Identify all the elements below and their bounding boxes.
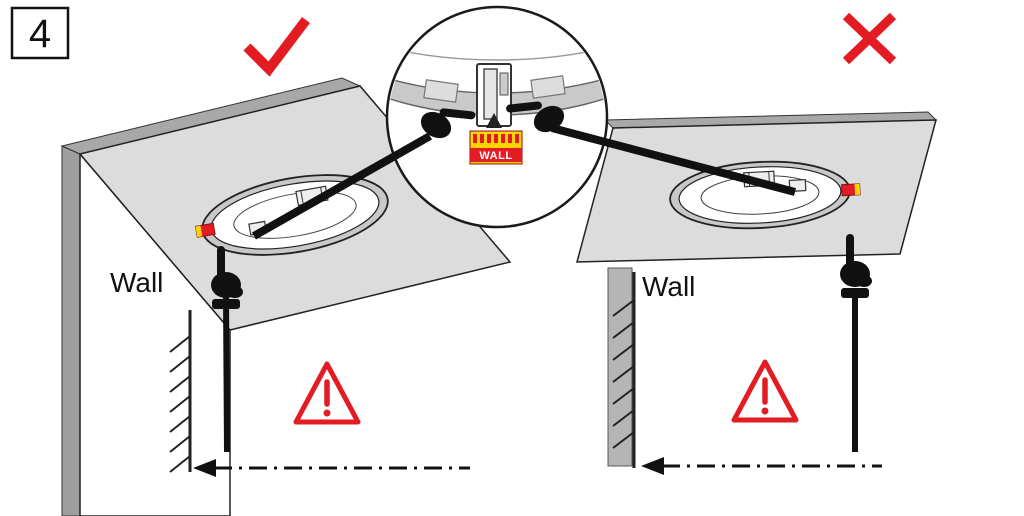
pointing-hand-icon (211, 246, 243, 453)
warning-triangle-icon (731, 359, 799, 423)
right-wall-assembly (576, 111, 938, 467)
wall-hatch (169, 310, 192, 473)
left-wall-assembly (60, 77, 512, 516)
wall-label: Wall (110, 267, 163, 298)
magnifier-detail-view: WALL (252, 5, 797, 240)
magnifier-content: WALL (389, 9, 605, 165)
left-annotations: Wall (110, 246, 470, 477)
pointing-hand-icon (840, 234, 872, 452)
pointing-hand-icon (506, 101, 565, 133)
wall-edge (61, 145, 81, 516)
tag-comb (473, 134, 519, 143)
step-number: 4 (29, 12, 51, 56)
leader-line-right (550, 124, 797, 196)
wall-hatch (612, 272, 636, 468)
warning-triangle-icon (293, 361, 361, 425)
wall-label: Wall (642, 271, 695, 302)
tag-text: WALL (479, 150, 512, 162)
arrowhead-icon (641, 457, 664, 475)
step-badge-box (10, 6, 70, 60)
wall-tag-detail: WALL (469, 130, 523, 165)
wall-marking-tag-stripe (195, 225, 203, 238)
checkmark-icon (243, 16, 310, 77)
right-annotations: Wall (612, 234, 882, 475)
pointing-hand-icon (420, 108, 476, 139)
wall-marking-tag-stripe (854, 183, 861, 196)
up-arrow-icon (486, 113, 502, 128)
arrowhead-icon (193, 459, 216, 477)
recessed-light-fixture (669, 160, 861, 230)
dimension-arrow (641, 457, 882, 475)
step-badge: 4 (10, 6, 70, 60)
dimension-arrow (193, 459, 470, 477)
cross-icon (842, 12, 897, 65)
latch-detail (476, 63, 512, 127)
leader-line-left (252, 132, 432, 240)
